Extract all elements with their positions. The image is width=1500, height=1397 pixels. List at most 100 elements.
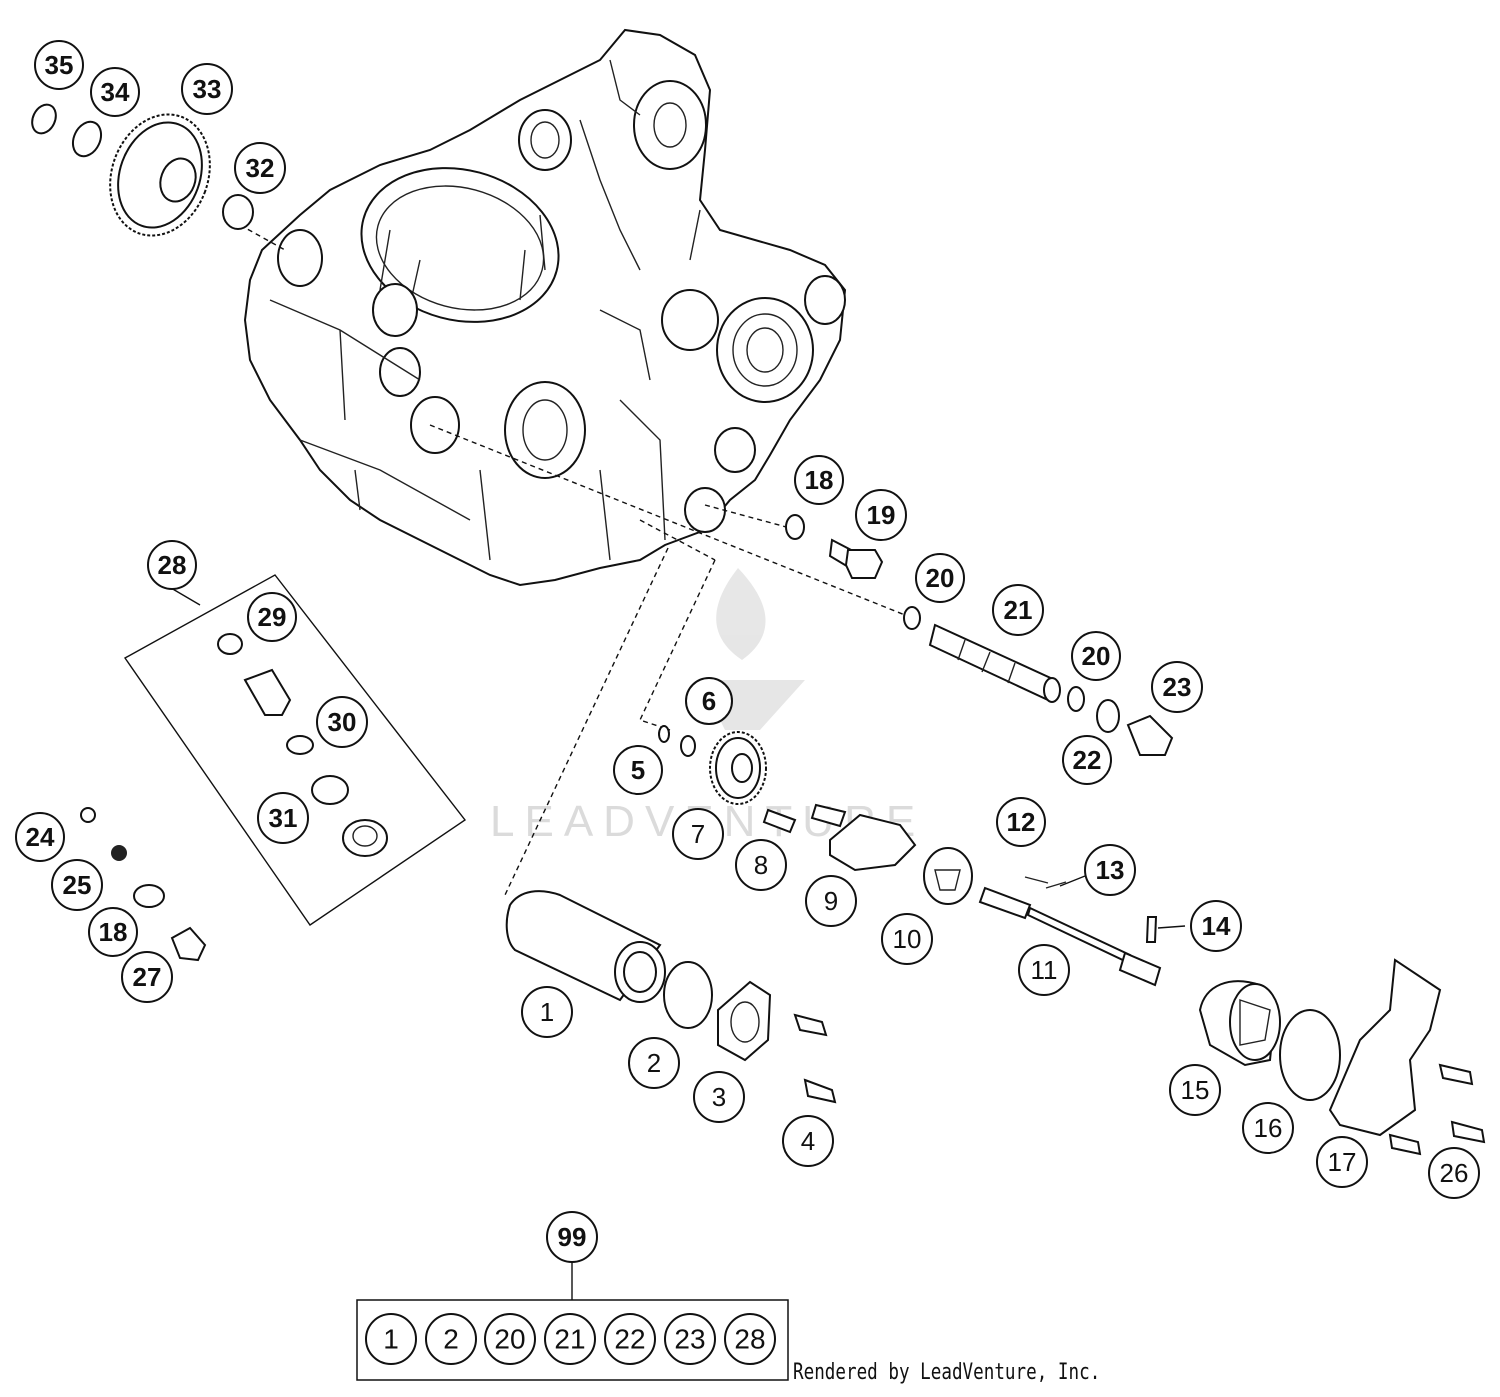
- ball-24: [80, 807, 96, 823]
- svg-text:27: 27: [133, 962, 162, 992]
- o-ring-20-a: [903, 606, 921, 630]
- bolt-26c: [1388, 1133, 1422, 1156]
- oil-pump-parts: [762, 803, 1162, 987]
- washer-6: [680, 735, 696, 757]
- callout-21: 21: [992, 584, 1044, 636]
- svg-text:10: 10: [893, 924, 922, 954]
- pump-housing-15: [1198, 980, 1281, 1067]
- callout-20-a: 20: [915, 553, 965, 603]
- seal-22: [1096, 699, 1120, 733]
- plug-23: [1126, 714, 1174, 756]
- svg-text:33: 33: [193, 74, 222, 104]
- callouts: 35 34 33 32 28 29 30 31 24 25 18 27 18 1…: [15, 40, 1480, 1199]
- shaft-11: [978, 886, 1162, 987]
- svg-text:14: 14: [1202, 911, 1231, 941]
- callout-22: 22: [1062, 735, 1112, 785]
- circlip-5: [658, 725, 670, 743]
- callout-34: 34: [90, 67, 140, 117]
- svg-text:20: 20: [1082, 641, 1111, 671]
- callout-33: 33: [181, 63, 233, 115]
- bolt-4b: [803, 1078, 837, 1104]
- screw-19: [828, 538, 884, 579]
- svg-text:5: 5: [631, 755, 645, 785]
- oil-pressure-parts: [785, 514, 1174, 756]
- callout-9: 9: [805, 875, 857, 927]
- svg-text:25: 25: [63, 870, 92, 900]
- cover-17: [1328, 958, 1442, 1137]
- bolt-26b: [1450, 1120, 1486, 1144]
- svg-text:23: 23: [1163, 672, 1192, 702]
- svg-text:34: 34: [101, 77, 130, 107]
- callout-13: 13: [1084, 844, 1136, 896]
- svg-text:35: 35: [45, 50, 74, 80]
- kit-item-21: 21: [544, 1313, 596, 1365]
- kit-item-1: 1: [365, 1313, 417, 1365]
- credit-text: Rendered by LeadVenture, Inc.: [793, 1360, 1101, 1385]
- bolt-4a: [793, 1013, 828, 1037]
- svg-text:13: 13: [1096, 855, 1125, 885]
- callout-29: 29: [247, 592, 297, 642]
- gasket-16: [1279, 1009, 1341, 1101]
- piston-21: [928, 623, 1061, 703]
- cover-3: [717, 980, 772, 1062]
- callout-31: 31: [257, 792, 309, 844]
- svg-text:15: 15: [1181, 1075, 1210, 1105]
- svg-text:3: 3: [712, 1082, 726, 1112]
- kit-item-23: 23: [664, 1313, 716, 1365]
- o-ring-20-b: [1067, 686, 1085, 712]
- callout-10: 10: [881, 913, 933, 965]
- svg-text:22: 22: [614, 1324, 645, 1355]
- callout-26: 26: [1428, 1147, 1480, 1199]
- svg-text:28: 28: [734, 1324, 765, 1355]
- cover-9: [829, 813, 917, 872]
- gear-33: [109, 113, 211, 237]
- callout-28: 28: [147, 540, 197, 590]
- spring-25: [111, 845, 127, 861]
- svg-text:18: 18: [805, 465, 834, 495]
- svg-text:4: 4: [801, 1126, 815, 1156]
- bushing-32: [222, 194, 254, 230]
- svg-text:1: 1: [540, 997, 554, 1027]
- plug-27: [170, 926, 207, 962]
- callout-99: 99: [546, 1211, 598, 1263]
- filter-1: [505, 890, 666, 1003]
- callout-27: 27: [121, 951, 173, 1003]
- svg-text:30: 30: [328, 707, 357, 737]
- o-ring-30: [286, 735, 314, 755]
- o-ring-2: [663, 961, 713, 1029]
- svg-text:2: 2: [647, 1048, 661, 1078]
- kit-item-28: 28: [724, 1313, 776, 1365]
- bolt-26a: [1438, 1063, 1474, 1086]
- pin-12: [1024, 876, 1049, 884]
- pin-14: [1145, 916, 1158, 943]
- svg-text:6: 6: [702, 686, 716, 716]
- svg-text:32: 32: [246, 153, 275, 183]
- callout-16: 16: [1242, 1102, 1294, 1154]
- gear-assembly-upper: [31, 103, 254, 237]
- callout-11: 11: [1018, 944, 1070, 996]
- callout-18-lower: 18: [88, 907, 138, 957]
- callout-4: 4: [782, 1115, 834, 1167]
- bolt-8b: [810, 803, 847, 828]
- washer-34: [71, 120, 103, 158]
- svg-text:31: 31: [269, 803, 298, 833]
- pump-gear-parts: [658, 725, 767, 805]
- bypass-parts: [80, 807, 207, 962]
- kit-99-box: [356, 1299, 789, 1381]
- leader-lines: [1059, 875, 1186, 929]
- callout-8: 8: [735, 839, 787, 891]
- svg-text:19: 19: [867, 500, 896, 530]
- svg-text:18: 18: [99, 917, 128, 947]
- svg-text:8: 8: [754, 850, 768, 880]
- o-ring-29: [217, 633, 243, 655]
- o-ring-31: [311, 775, 349, 805]
- pin-13: [1045, 881, 1067, 889]
- svg-text:20: 20: [926, 563, 955, 593]
- kit-99: 99 1 2 20 21 22 23 28: [356, 1211, 789, 1381]
- ring-35: [31, 103, 57, 135]
- svg-text:24: 24: [26, 822, 55, 852]
- callout-6: 6: [685, 677, 733, 725]
- svg-text:12: 12: [1007, 807, 1036, 837]
- callout-17: 17: [1316, 1136, 1368, 1188]
- callout-20-b: 20: [1071, 631, 1121, 681]
